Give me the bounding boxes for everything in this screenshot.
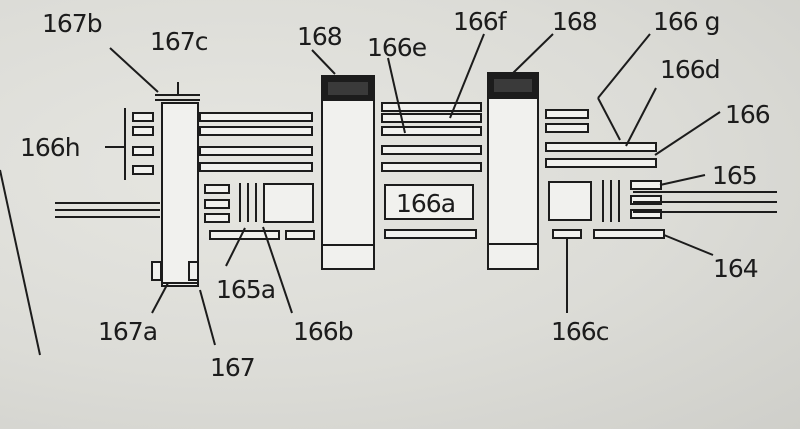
label-167b: 167b — [42, 9, 102, 38]
label-164: 164 — [713, 254, 758, 283]
leader-lines — [109, 33, 721, 346]
bars-right-group — [545, 109, 665, 239]
label-166: 166 — [725, 100, 770, 129]
edge-line — [0, 169, 41, 356]
label-165a: 165a — [216, 275, 275, 304]
label-167: 167 — [210, 353, 255, 382]
reference-labels: 167b 167c 166h 168 166e 166f 168 166 g 1… — [20, 7, 771, 382]
rail-left — [55, 202, 160, 218]
label-166b: 166b — [293, 317, 353, 346]
bars-left-group — [199, 112, 315, 240]
label-166a: 166a — [396, 189, 455, 218]
label-168-right: 168 — [552, 7, 597, 36]
label-166g: 166 g — [653, 7, 720, 36]
label-166h: 166h — [20, 133, 80, 162]
label-165: 165 — [712, 161, 757, 190]
label-167c: 167c — [150, 27, 208, 56]
unit-167 — [151, 82, 200, 287]
label-166d: 166d — [660, 55, 720, 84]
bars-middle-group — [381, 102, 482, 239]
column-168-right — [487, 72, 539, 270]
label-166f: 166f — [453, 7, 508, 36]
rail-right — [633, 191, 777, 213]
label-168-left: 168 — [297, 22, 342, 51]
stack-166h — [105, 108, 154, 180]
label-166c: 166c — [551, 317, 609, 346]
column-168-left — [321, 75, 375, 270]
label-167a: 167a — [98, 317, 157, 346]
label-166e: 166e — [367, 33, 427, 62]
